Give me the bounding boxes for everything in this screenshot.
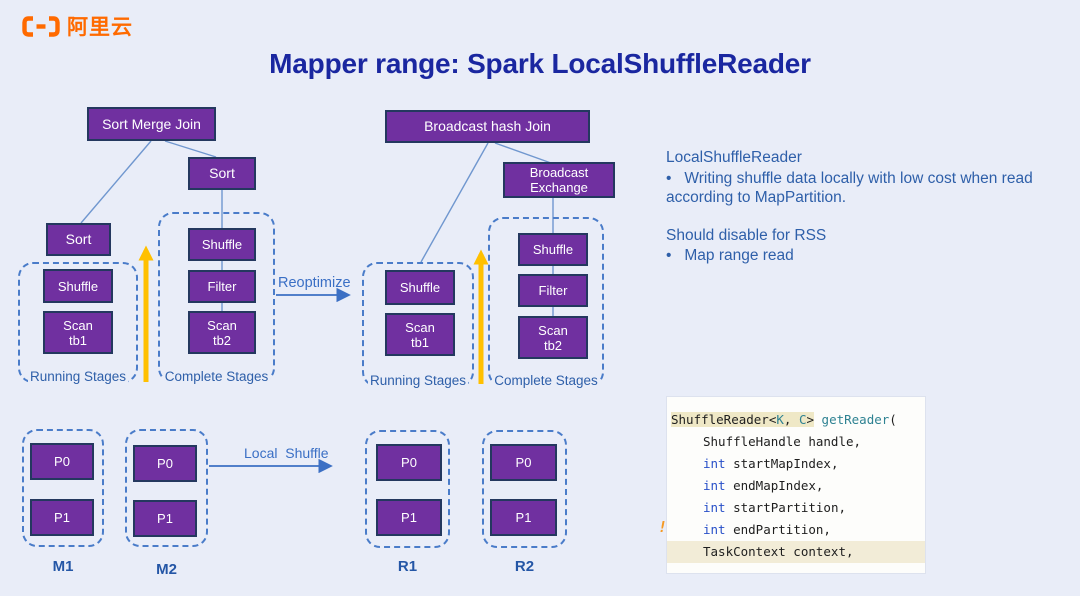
code-param: TaskContext context, bbox=[667, 541, 925, 563]
node-label: P1 bbox=[54, 510, 70, 525]
group-complete-stages-right: Complete Stages bbox=[488, 217, 604, 388]
code-param: ShuffleHandle handle, bbox=[703, 434, 862, 449]
node-sort-right: Sort bbox=[188, 157, 256, 190]
partition-box: P1 bbox=[133, 500, 197, 537]
notes-heading-1: LocalShuffleReader bbox=[666, 149, 802, 166]
node-label: Sort bbox=[65, 231, 92, 247]
mapper-group-m1 bbox=[22, 429, 104, 547]
alibaba-cloud-logo: 阿里云 bbox=[20, 11, 133, 41]
node-label: P1 bbox=[401, 510, 417, 525]
reducer-label-r1: R1 bbox=[397, 558, 418, 575]
code-signature: ShuffleReader<K, C> getReader( bbox=[671, 412, 897, 427]
partition-box: P0 bbox=[376, 444, 442, 481]
node-label: Filter bbox=[538, 283, 568, 298]
node-label: Scan bbox=[63, 317, 93, 333]
code-param: int endMapIndex, bbox=[703, 478, 824, 493]
node-label: tb2 bbox=[212, 332, 232, 348]
partition-box: P1 bbox=[376, 499, 442, 536]
partition-box: P0 bbox=[490, 444, 557, 481]
node-scan-tb1: Scan tb1 bbox=[43, 311, 113, 354]
node-label: P0 bbox=[401, 455, 417, 470]
node-label: Shuffle bbox=[532, 242, 574, 257]
mapper-group-m2 bbox=[125, 429, 208, 547]
group-running-stages-left: Running Stages bbox=[18, 262, 138, 384]
node-label: P0 bbox=[54, 454, 70, 469]
stage-label: Complete Stages bbox=[162, 369, 271, 384]
reducer-label-r2: R2 bbox=[514, 558, 535, 575]
notes-bullet-1: • Writing shuffle data locally with low … bbox=[666, 169, 1033, 207]
logo-text: 阿里云 bbox=[67, 16, 133, 39]
node-label: Shuffle bbox=[399, 280, 441, 295]
group-running-stages-right: Running Stages bbox=[362, 262, 474, 388]
reducer-group-r2 bbox=[482, 430, 567, 548]
node-label: Shuffle bbox=[201, 237, 243, 252]
node-shuffle: Shuffle bbox=[43, 269, 113, 303]
node-label: P1 bbox=[515, 510, 532, 525]
node-shuffle: Shuffle bbox=[188, 228, 256, 261]
mapper-label-m2: M2 bbox=[156, 561, 177, 578]
node-filter: Filter bbox=[188, 270, 256, 303]
code-snippet-panel: ShuffleReader<K, C> getReader( ShuffleHa… bbox=[658, 397, 925, 573]
node-scan-tb1: Scan tb1 bbox=[385, 313, 455, 356]
node-label: Sort bbox=[209, 165, 235, 181]
node-filter: Filter bbox=[518, 274, 588, 307]
code-param: int startPartition, bbox=[703, 500, 846, 515]
local-shuffle-label: Local Shuffle bbox=[244, 445, 329, 461]
stage-label: Complete Stages bbox=[492, 373, 600, 388]
node-label: P0 bbox=[157, 456, 173, 471]
node-label: Shuffle bbox=[57, 278, 99, 294]
notes-block: LocalShuffleReader • Writing shuffle dat… bbox=[666, 148, 1048, 266]
node-shuffle: Shuffle bbox=[518, 233, 588, 266]
stage-label: Running Stages bbox=[27, 369, 129, 384]
node-scan-tb2: Scan tb2 bbox=[188, 311, 256, 354]
stage-label: Running Stages bbox=[367, 373, 469, 388]
partition-box: P0 bbox=[133, 445, 197, 482]
mapper-label-m1: M1 bbox=[52, 558, 74, 575]
warning-marker-icon: ! bbox=[658, 518, 668, 536]
partition-box: P0 bbox=[30, 443, 94, 480]
node-label: Scan bbox=[405, 319, 435, 335]
node-label: P0 bbox=[515, 455, 532, 470]
code-param: int startMapIndex, bbox=[703, 456, 839, 471]
reoptimize-label: Reoptimize bbox=[278, 275, 351, 291]
node-label: P1 bbox=[157, 511, 173, 526]
node-label: tb1 bbox=[410, 334, 430, 350]
notes-heading-2: Should disable for RSS bbox=[666, 226, 827, 244]
group-complete-stages-left: Complete Stages bbox=[158, 212, 275, 384]
reducer-group-r1 bbox=[365, 430, 450, 548]
node-label: Sort Merge Join bbox=[102, 115, 201, 132]
code-param: int endPartition, bbox=[703, 522, 831, 537]
node-label: Broadcast hash Join bbox=[424, 118, 551, 134]
node-scan-tb2: Scan tb2 bbox=[518, 316, 588, 359]
node-label: tb1 bbox=[68, 332, 88, 348]
partition-box: P1 bbox=[490, 499, 557, 536]
alibaba-cloud-brackets-icon bbox=[22, 15, 60, 37]
node-broadcast-exchange: Broadcast Exchange bbox=[503, 162, 615, 198]
node-sort-merge-join: Sort Merge Join bbox=[87, 107, 216, 141]
node-label: Scan bbox=[538, 322, 568, 338]
node-label: Filter bbox=[207, 279, 237, 294]
node-label: Broadcast bbox=[529, 165, 589, 180]
node-label: tb2 bbox=[543, 337, 563, 353]
node-label: Exchange bbox=[530, 180, 588, 195]
node-sort-left: Sort bbox=[46, 223, 111, 256]
page-title: Mapper range: Spark LocalShuffleReader bbox=[269, 48, 811, 79]
node-broadcast-hash-join: Broadcast hash Join bbox=[385, 110, 590, 143]
node-shuffle: Shuffle bbox=[385, 270, 455, 305]
node-label: Scan bbox=[207, 317, 237, 333]
notes-bullet-2: • Map range read bbox=[666, 247, 794, 264]
partition-box: P1 bbox=[30, 499, 94, 536]
